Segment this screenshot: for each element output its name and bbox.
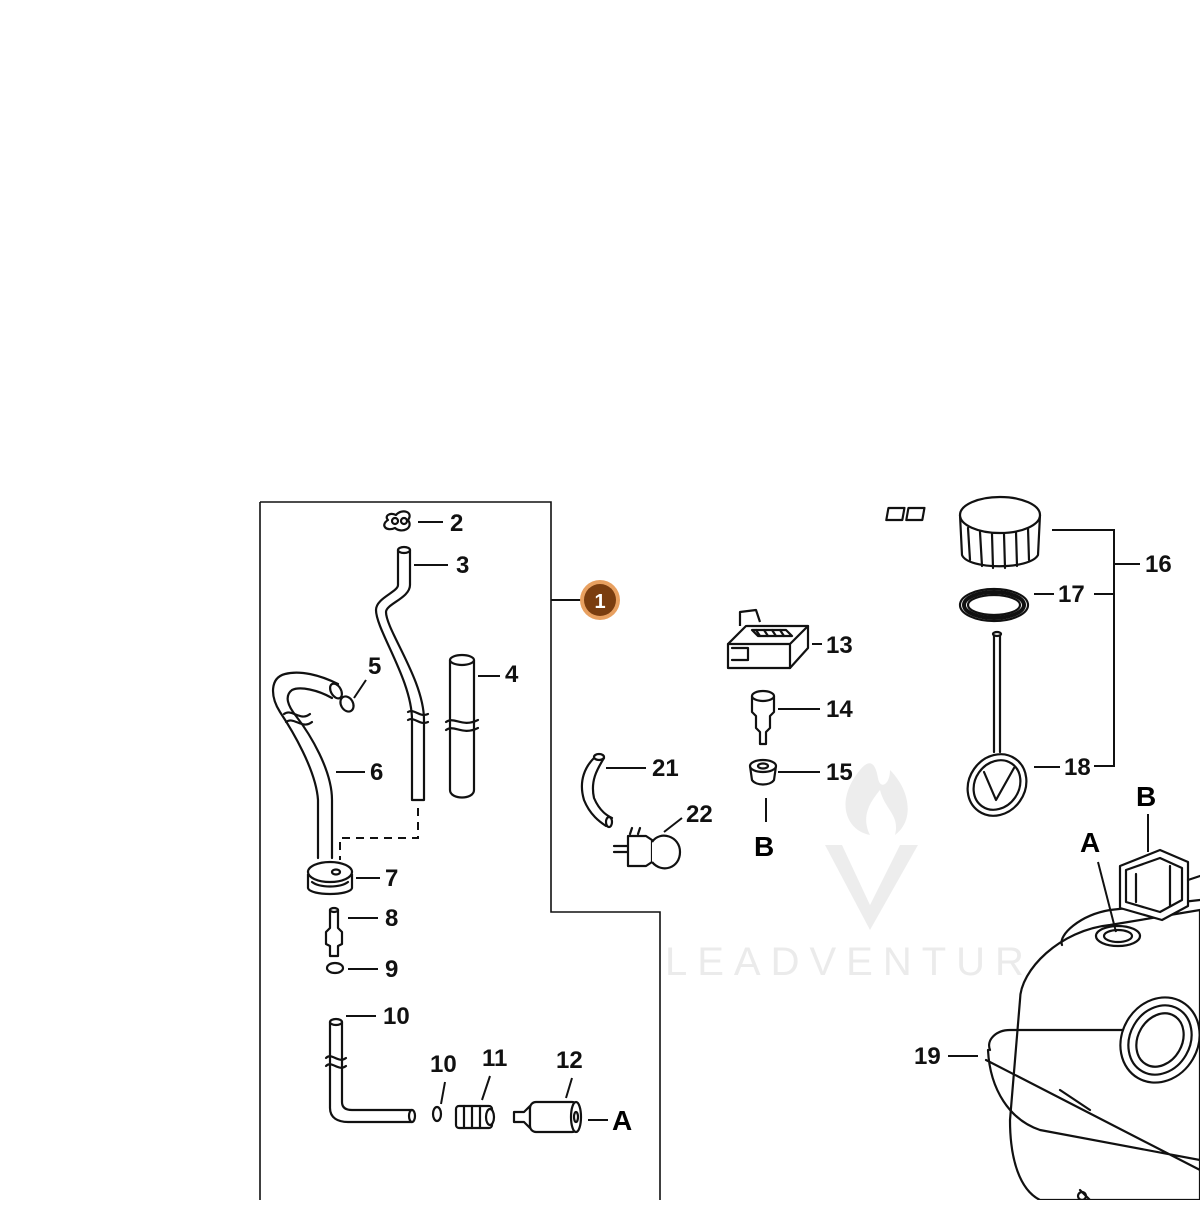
- leader-12: [565, 1077, 573, 1099]
- part-16-fuel-cap[interactable]: [885, 495, 1042, 570]
- part-10-oring[interactable]: [431, 1105, 443, 1123]
- leader-11: [481, 1075, 491, 1101]
- connector-b-middle[interactable]: B: [754, 831, 774, 862]
- part-6-hose[interactable]: [272, 671, 344, 860]
- watermark: LEADVENTUR: [665, 763, 1034, 984]
- part-9-oring[interactable]: [325, 961, 345, 975]
- leader-a-tank: [1097, 861, 1117, 933]
- part-11-connector[interactable]: [454, 1104, 496, 1130]
- part-17-gasket[interactable]: [958, 587, 1030, 623]
- part-13-bracket[interactable]: [726, 608, 810, 670]
- callout-9[interactable]: 9: [385, 956, 398, 983]
- callout-21[interactable]: 21: [652, 755, 679, 782]
- callout-10-upper[interactable]: 10: [383, 1003, 410, 1030]
- callout-17[interactable]: 17: [1058, 581, 1085, 608]
- callout-4[interactable]: 4: [505, 661, 519, 688]
- callout-12[interactable]: 12: [556, 1047, 583, 1074]
- badge-number: 1: [594, 591, 605, 613]
- callout-2[interactable]: 2: [450, 510, 463, 537]
- part-4-tube[interactable]: [444, 653, 480, 799]
- callout-13[interactable]: 13: [826, 632, 853, 659]
- part-7-grommet[interactable]: [306, 860, 354, 896]
- leader-22: [663, 817, 683, 833]
- part-19-fuel-tank[interactable]: [984, 848, 1200, 1202]
- part-10-hose[interactable]: [324, 1017, 417, 1124]
- part-15-grommet[interactable]: [748, 758, 778, 786]
- callout-16[interactable]: 16: [1145, 551, 1172, 578]
- leader-10-lower: [440, 1081, 446, 1105]
- assembly-dash: [339, 808, 419, 860]
- group-badge[interactable]: 1: [580, 580, 620, 620]
- callout-3[interactable]: 3: [456, 552, 469, 579]
- part-22-primer-bulb[interactable]: [612, 826, 682, 870]
- leader-5: [353, 679, 367, 699]
- callout-15[interactable]: 15: [826, 759, 853, 786]
- flame-watermark-icon: [845, 763, 908, 835]
- callout-8[interactable]: 8: [385, 905, 398, 932]
- part-14-valve[interactable]: [750, 689, 776, 746]
- part-2-clip[interactable]: [383, 510, 411, 532]
- callout-10-lower[interactable]: 10: [430, 1051, 457, 1078]
- callout-11[interactable]: 11: [482, 1045, 507, 1072]
- group-frame: [259, 501, 661, 1200]
- bracket-16: [1052, 529, 1115, 767]
- badge-core: [584, 584, 616, 616]
- part-21-hose[interactable]: [580, 752, 614, 829]
- connector-a-tank[interactable]: A: [1080, 827, 1100, 858]
- part-3-hose[interactable]: [374, 545, 430, 802]
- part-5-oring[interactable]: [338, 694, 356, 714]
- part-12-filter[interactable]: [512, 1100, 583, 1134]
- callout-22[interactable]: 22: [686, 801, 713, 828]
- callout-14[interactable]: 14: [826, 696, 853, 723]
- callout-6[interactable]: 6: [370, 759, 383, 786]
- part-8-fitting[interactable]: [324, 906, 344, 958]
- callout-19[interactable]: 19: [914, 1043, 941, 1070]
- callout-18[interactable]: 18: [1064, 754, 1091, 781]
- connector-b-tank[interactable]: B: [1136, 781, 1156, 812]
- v-watermark-icon: [825, 845, 918, 930]
- part-18-strainer[interactable]: [956, 630, 1039, 827]
- watermark-text: LEADVENTUR: [665, 940, 1034, 984]
- callout-5[interactable]: 5: [368, 653, 381, 680]
- connector-a-left[interactable]: A: [612, 1105, 632, 1136]
- callout-7[interactable]: 7: [385, 865, 398, 892]
